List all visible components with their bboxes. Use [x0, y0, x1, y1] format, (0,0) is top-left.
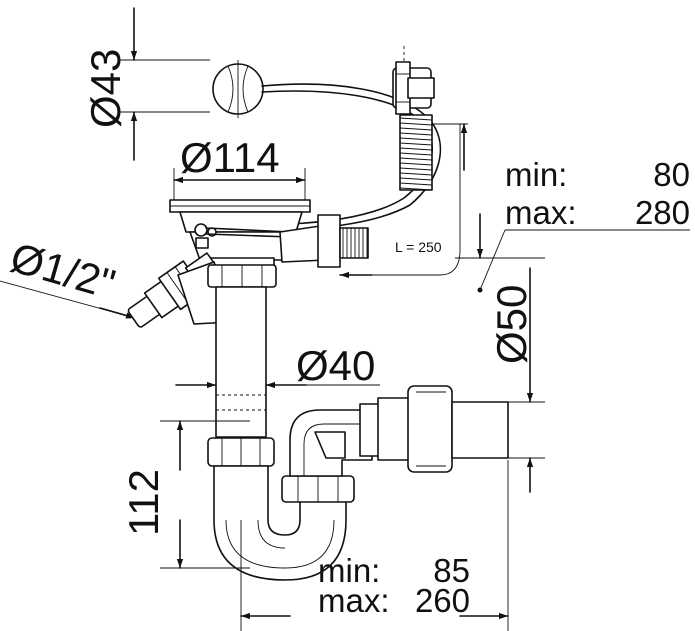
hose-rib	[399, 172, 433, 176]
trap-nut	[207, 437, 275, 467]
overflow-head	[392, 46, 435, 130]
dim-d40: Ø40	[175, 342, 380, 389]
value-width-min: 85	[433, 552, 470, 589]
label-d114: Ø114	[180, 134, 280, 181]
value-width-max: 260	[415, 582, 470, 619]
dim-d50: Ø50	[488, 267, 545, 493]
hose-rib	[399, 182, 433, 186]
dim-d43: Ø43	[82, 7, 210, 161]
outlet-nut	[281, 475, 355, 503]
label-d40: Ø40	[296, 342, 375, 389]
hose-rib	[399, 132, 433, 136]
hose-rib	[399, 177, 433, 181]
hose-rib	[399, 142, 433, 146]
remote-knob	[212, 60, 264, 118]
vertical-tube	[215, 286, 267, 438]
dim-width-range: min: 85 max: 260	[240, 460, 509, 631]
dim-d114: Ø114	[173, 134, 306, 200]
strainer-basket	[169, 199, 311, 269]
label-d50: Ø50	[488, 285, 535, 364]
tailpiece-nut	[207, 264, 277, 288]
label-h112: 112	[120, 469, 167, 536]
overflow-hose	[399, 114, 433, 191]
hose-rib	[399, 152, 433, 156]
hose-rib	[399, 162, 433, 166]
lever-linkage	[194, 223, 291, 249]
hose-rib	[399, 117, 433, 121]
hose-rib	[399, 167, 433, 171]
hose-rib	[399, 137, 433, 141]
hose-rib	[399, 187, 433, 191]
dim-height-range: min: 80 max: 280	[455, 156, 690, 447]
hose-rib	[399, 157, 433, 161]
hose-rib	[399, 147, 433, 151]
label-width-min: min:	[318, 552, 380, 589]
label-width-max: max:	[318, 582, 390, 619]
value-height-min: 80	[653, 156, 690, 193]
label-height-max: max:	[505, 194, 577, 231]
label-height-min: min:	[505, 156, 567, 193]
hose-rib	[399, 122, 433, 126]
overflow-connector	[279, 214, 369, 268]
hose-rib	[399, 127, 433, 131]
cable-length-callout: L = 250	[339, 123, 468, 279]
label-cable-length: L = 250	[395, 239, 442, 255]
value-height-max: 280	[635, 194, 690, 231]
dim-d-half-inch: Ø1/2"	[0, 233, 136, 319]
outlet-elbow	[289, 403, 381, 477]
label-d-half-inch: Ø1/2"	[6, 233, 121, 307]
label-d43: Ø43	[82, 49, 129, 128]
dim-h112: 112	[120, 420, 250, 569]
u-bend	[213, 465, 347, 581]
outlet-adapter	[377, 385, 509, 473]
